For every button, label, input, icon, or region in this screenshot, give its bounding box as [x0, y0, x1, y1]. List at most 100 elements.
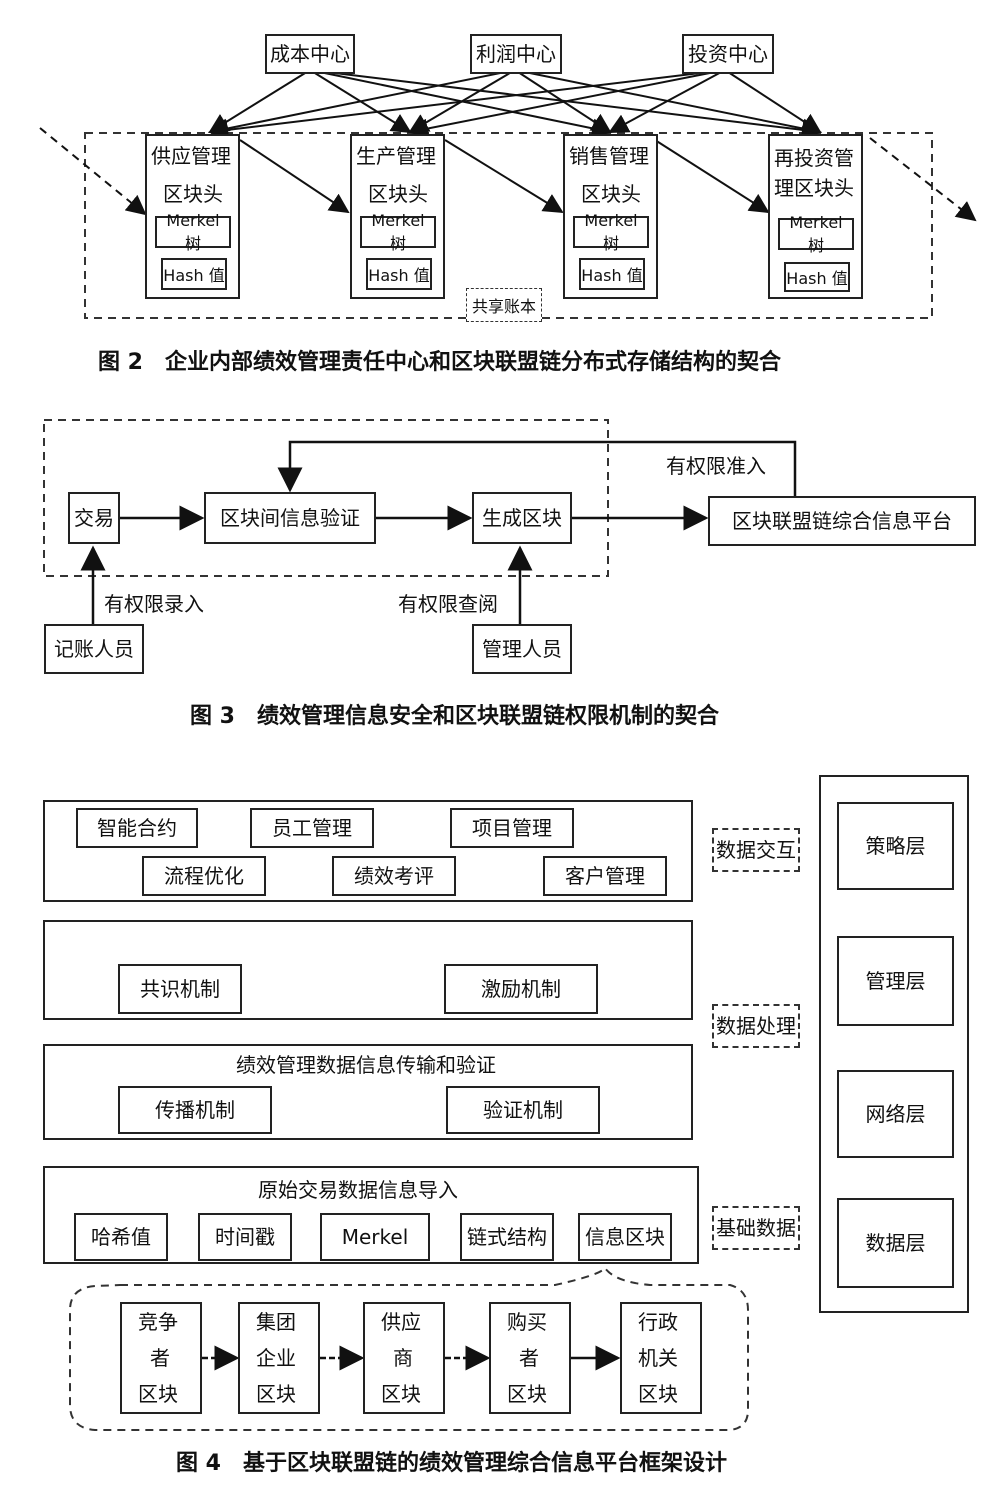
consensus-box: 共识机制 [118, 964, 242, 1014]
app-evaluation-label: 绩效考评 [354, 864, 434, 888]
entry-label: 有权限录入 [104, 592, 204, 616]
cost-center-label: 成本中心 [270, 42, 350, 66]
data-layer: 数据层 [837, 1198, 954, 1288]
manager-box: 管理人员 [472, 624, 572, 674]
chain-block-competitor: 竞争 者 区块 [120, 1302, 202, 1414]
chain-government-l3: 区块 [638, 1382, 678, 1406]
verify-box: 区块间信息验证 [204, 492, 376, 544]
sales-merkel-box: Merkel 树 [573, 211, 649, 253]
chain-supplier-l1: 供应 [381, 1310, 421, 1334]
generate-label: 生成区块 [482, 506, 562, 530]
data-layer-label: 数据层 [865, 1231, 926, 1255]
cost-center-box: 成本中心 [265, 34, 355, 74]
validation-label: 验证机制 [483, 1098, 563, 1122]
app-process: 流程优化 [142, 856, 266, 896]
fig3-caption: 图 3 绩效管理信息安全和区块联盟链权限机制的契合 [190, 704, 719, 729]
production-merkel-label: Merkel 树 [371, 210, 425, 253]
strategy-layer: 策略层 [837, 802, 954, 890]
reinvest-block: 再投资管 理区块头 Merkel 树 Hash 值 [768, 134, 863, 299]
sales-block-header: 区块头 [581, 182, 641, 206]
profit-center-box: 利润中心 [470, 34, 562, 74]
base-hash: 哈希值 [74, 1213, 168, 1261]
chain-government-l1: 行政 [638, 1310, 678, 1334]
query-label: 有权限查阅 [398, 592, 498, 616]
network-layer-label: 网络层 [865, 1102, 926, 1126]
import-title: 原始交易数据信息导入 [258, 1178, 458, 1202]
profit-center-label: 利润中心 [476, 42, 556, 66]
reinvest-hash-box: Hash 值 [784, 262, 850, 292]
sales-block-title: 销售管理 [569, 144, 649, 168]
production-hash-label: Hash 值 [368, 266, 430, 285]
trade-box: 交易 [68, 492, 120, 544]
bookkeeper-box: 记账人员 [44, 624, 144, 674]
base-data-label: 基础数据 [716, 1216, 796, 1240]
verify-label: 区块间信息验证 [220, 506, 360, 530]
fig3-connectors [43, 419, 797, 625]
incentive-label: 激励机制 [481, 977, 561, 1001]
shared-ledger: 共享账本 [466, 288, 542, 322]
chain-group-l1: 集团 [256, 1310, 296, 1334]
base-data-tag: 基础数据 [712, 1206, 800, 1250]
network-layer: 网络层 [837, 1070, 954, 1158]
management-layer: 管理层 [837, 936, 954, 1026]
consensus-label: 共识机制 [140, 977, 220, 1001]
sales-merkel-label: Merkel 树 [584, 210, 638, 253]
base-timestamp: 时间戳 [198, 1213, 292, 1261]
app-project-label: 项目管理 [472, 816, 552, 840]
generate-box: 生成区块 [472, 492, 572, 544]
chain-group-l2: 企业 [256, 1346, 296, 1370]
base-hash-label: 哈希值 [91, 1225, 151, 1249]
supply-hash-box: Hash 值 [161, 258, 227, 290]
production-block-header: 区块头 [368, 182, 428, 206]
chain-block-group: 集团 企业 区块 [238, 1302, 320, 1414]
app-process-label: 流程优化 [164, 864, 244, 888]
base-merkel: Merkel [320, 1213, 430, 1261]
production-merkel-box: Merkel 树 [360, 211, 436, 253]
investment-center-box: 投资中心 [682, 34, 774, 74]
supply-merkel-box: Merkel 树 [155, 211, 231, 253]
shared-ledger-label: 共享账本 [471, 297, 536, 316]
reinvest-hash-label: Hash 值 [786, 269, 848, 288]
base-merkel-label: Merkel [341, 1225, 409, 1249]
app-evaluation: 绩效考评 [332, 856, 456, 896]
chain-block-government: 行政 机关 区块 [620, 1302, 702, 1414]
production-block: 生产管理 区块头 Merkel 树 Hash 值 [350, 134, 445, 299]
app-staff: 员工管理 [250, 808, 374, 848]
base-info-block: 信息区块 [578, 1213, 672, 1261]
app-smart-contract-label: 智能合约 [97, 816, 177, 840]
production-block-title: 生产管理 [356, 144, 436, 168]
data-interaction-tag: 数据交互 [712, 828, 800, 872]
reinvest-merkel-box: Merkel 树 [778, 213, 854, 255]
fig2-connectors [39, 69, 977, 319]
chain-buyer-l3: 区块 [507, 1382, 547, 1406]
trade-label: 交易 [74, 506, 114, 530]
supply-hash-label: Hash 值 [163, 266, 225, 285]
base-info-block-label: 信息区块 [585, 1225, 665, 1249]
propagation-label: 传播机制 [155, 1098, 235, 1122]
incentive-box: 激励机制 [444, 964, 598, 1014]
chain-competitor-l3: 区块 [138, 1382, 178, 1406]
fig2-caption: 图 2 企业内部绩效管理责任中心和区块联盟链分布式存储结构的契合 [98, 350, 781, 375]
chain-supplier-l3: 区块 [381, 1382, 421, 1406]
reinvest-block-title: 再投资管 [774, 146, 854, 170]
fig4-caption: 图 4 基于区块联盟链的绩效管理综合信息平台框架设计 [176, 1451, 727, 1476]
data-interaction-label: 数据交互 [716, 838, 796, 862]
data-processing-label: 数据处理 [716, 1014, 796, 1038]
investment-center-label: 投资中心 [688, 42, 768, 66]
management-layer-label: 管理层 [865, 969, 926, 993]
production-hash-box: Hash 值 [366, 258, 432, 290]
chain-block-supplier: 供应 商 区块 [363, 1302, 445, 1414]
validation-box: 验证机制 [446, 1086, 600, 1134]
data-processing-tag: 数据处理 [712, 1004, 800, 1048]
supply-merkel-label: Merkel 树 [166, 210, 220, 253]
chain-competitor-l1: 竞争 [138, 1310, 178, 1334]
base-chain-structure-label: 链式结构 [467, 1225, 547, 1249]
supply-block-title: 供应管理 [151, 144, 231, 168]
access-label: 有权限准入 [666, 454, 766, 478]
chain-buyer-l1: 购买 [507, 1310, 547, 1334]
app-customer: 客户管理 [543, 856, 667, 896]
sales-hash-box: Hash 值 [579, 258, 645, 290]
chain-supplier-l2: 商 [393, 1346, 413, 1370]
transmit-title: 绩效管理数据信息传输和验证 [236, 1053, 496, 1077]
chain-government-l2: 机关 [638, 1346, 678, 1370]
